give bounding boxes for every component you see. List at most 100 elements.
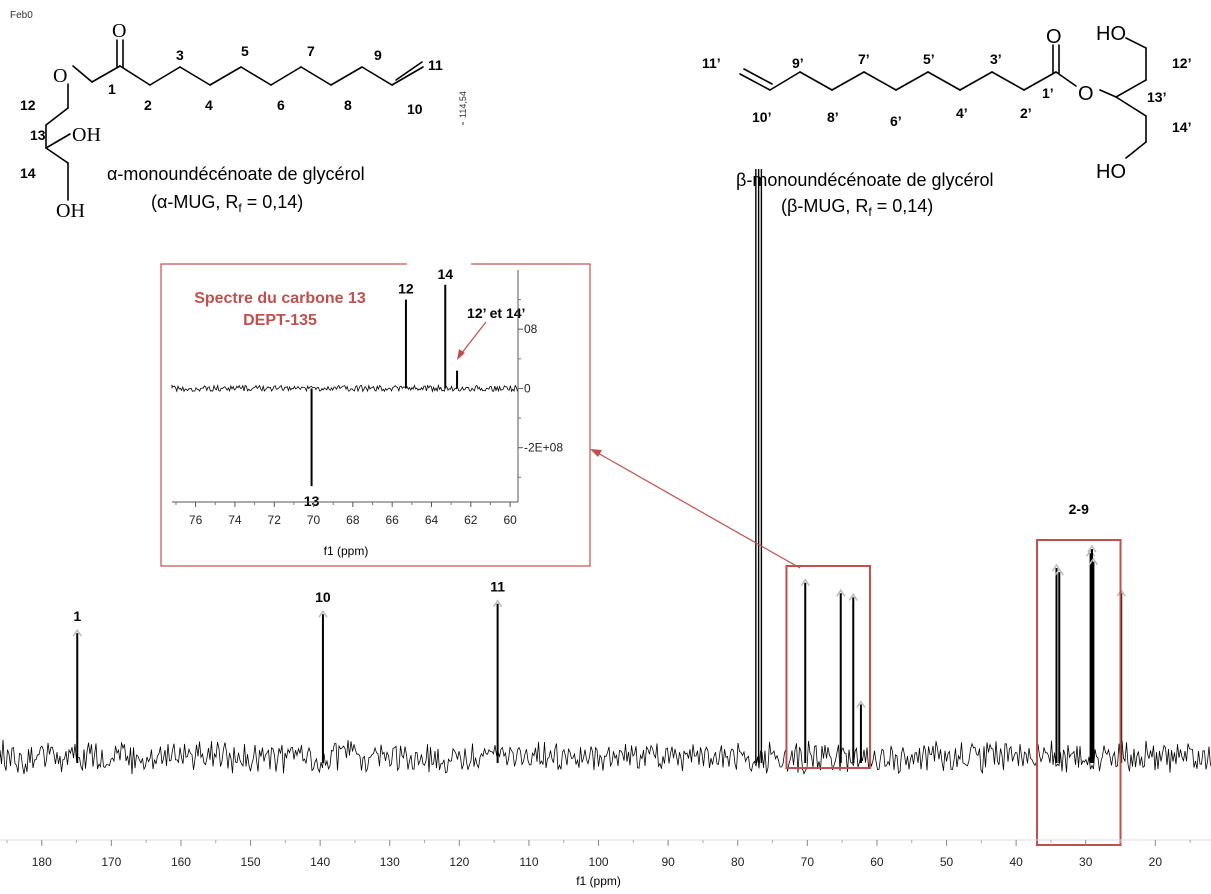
alpha-c8-label: 8 [344,97,352,113]
main-annotations: 2-9 [1069,501,1089,517]
alpha-c11-label: 11 [428,57,443,73]
alpha-c3-label: 3 [176,47,184,63]
beta-subtitle-sub: f [868,205,872,219]
inset-x-tick-label-64: 64 [425,513,439,527]
inset-x-tick-label-76: 76 [189,513,203,527]
beta-c1-label: 1’ [1042,85,1054,101]
beta-carbonyl-oxygen: O [1046,26,1062,48]
alpha-c13-label: 13 [30,127,46,143]
inset-x-tick-label-74: 74 [228,513,242,527]
main-x-tick-label-160: 160 [171,855,191,869]
main-peak-marker-13 [1087,544,1097,553]
main-x-tick-label-140: 140 [310,855,330,869]
beta-c7-label: 7’ [858,51,870,67]
main-annotation-0: 2-9 [1069,501,1089,517]
alpha-carbonyl-oxygen: O [112,20,126,42]
main-x-axis-label: f1 (ppm) [576,874,621,888]
alpha-ester-oxygen: O [53,65,67,87]
main-x-tick-label-120: 120 [449,855,469,869]
alpha-c14-label: 14 [20,165,36,181]
inset-panel: Spectre du carbone 13 DEPT-135 [160,258,591,567]
beta-molecule [739,37,1147,159]
main-peak-marker-1 [318,609,328,618]
main-x-tick-label-20: 20 [1149,855,1163,869]
alpha-c2-label: 2 [144,97,152,113]
main-peak-labels: 1 10 11 [73,579,505,624]
main-x-tick-label-110: 110 [519,855,538,869]
beta-c13-label: 13’ [1147,89,1166,105]
main-x-tick-label-90: 90 [661,855,675,869]
inset-x-tick-label-66: 66 [386,513,400,527]
alpha-c7-label: 7 [307,43,315,59]
dept-pointer-line [460,321,487,355]
inset-top-label-mask [407,258,471,270]
main-x-tick-label-130: 130 [380,855,400,869]
alpha-c10-label: 10 [407,101,423,117]
beta-c3-label: 3’ [990,51,1002,67]
main-peak-label-11: 11 [490,579,505,595]
alpha-molecule [45,39,424,201]
beta-ho-14: HO [1096,161,1126,183]
inset-x-axis-label: f1 (ppm) [324,544,369,558]
beta-c14-label: 14’ [1172,119,1191,135]
beta-subtitle-suffix: = 0,14) [872,196,934,216]
main-x-tick-label-100: 100 [589,855,609,869]
main-x-tick-label-170: 170 [101,855,121,869]
beta-molecule-name: β-monoundécénoate de glycérol [736,170,994,190]
beta-molecule-subtitle: (β-MUG, Rf = 0,14) [781,196,933,219]
alpha-subtitle-prefix: (α-MUG, R [151,192,238,212]
inset-x-tick-label-62: 62 [464,513,478,527]
alpha-c12-label: 12 [20,97,36,113]
beta-c2-label: 2’ [1020,105,1032,121]
main-peak-label-10: 10 [315,589,331,605]
main-peak-marker-7 [836,588,846,597]
beta-c9-label: 9’ [792,55,804,71]
alpha-c6-label: 6 [277,97,285,113]
beta-c12-label: 12’ [1172,55,1191,71]
beta-ho-12: HO [1096,23,1126,45]
inset-spectrum-peaks [310,284,459,487]
corner-label: Feb0 [10,10,33,21]
alpha-c4-label: 4 [205,97,213,113]
inset-peak-label-0: 12 [398,281,414,297]
inset-peak-label-1: 14 [437,266,453,282]
inset-peak-label-3: 13 [304,493,320,509]
inset-frame [160,263,591,567]
main-x-tick-label-50: 50 [940,855,954,869]
main-peak-marker-6 [800,578,810,587]
main-peak-marker-2 [492,599,503,608]
main-peak-label-1: 1 [73,608,81,624]
inset-x-tick-label-68: 68 [346,513,360,527]
connector-arrows [457,321,801,569]
inset-x-tick-label-72: 72 [268,513,282,527]
alpha-c9-label: 9 [374,47,382,63]
main-x-tick-label-70: 70 [801,855,815,869]
beta-ester-oxygen: O [1078,83,1094,105]
main-x-tick-label-180: 180 [32,855,52,869]
inset-connector-line [595,451,801,569]
inset-title: Spectre du carbone 13 [194,290,366,307]
alpha-molecule-name: α-monoundécénoate de glycérol [107,164,365,184]
beta-c6-label: 6’ [890,113,902,129]
alpha-molecule-subtitle: (α-MUG, Rf = 0,14) [151,192,303,215]
main-highlight-box-1 [1036,539,1122,846]
beta-carbon-labels: 1’ 2’ 3’ 4’ 5’ 6’ 7’ 8’ 9’ 10’ 11’ 12’ 1… [702,51,1191,135]
main-spectrum-noise [0,739,1211,775]
beta-subtitle-prefix: (β-MUG, R [781,196,868,216]
main-highlight-boxes [785,539,1122,846]
alpha-peak-114-label: 114,54 [458,91,468,118]
main-x-tick-label-150: 150 [241,855,261,869]
inset-y-tick-label-2: -2E+08 [524,441,563,455]
inset-x-tick-label-70: 70 [307,513,321,527]
alpha-subtitle-suffix: = 0,14) [242,192,304,212]
main-noise-trace [0,739,1211,775]
alpha-subtitle-sub: f [238,201,242,215]
inset-subtitle: DEPT-135 [243,312,317,329]
alpha-carbon-labels: 1 2 3 4 5 6 7 8 9 10 11 12 13 14 [20,43,443,181]
inset-connector-arrowhead [590,449,602,457]
main-x-tick-label-40: 40 [1009,855,1023,869]
inset-spectrum-noise [171,383,518,393]
